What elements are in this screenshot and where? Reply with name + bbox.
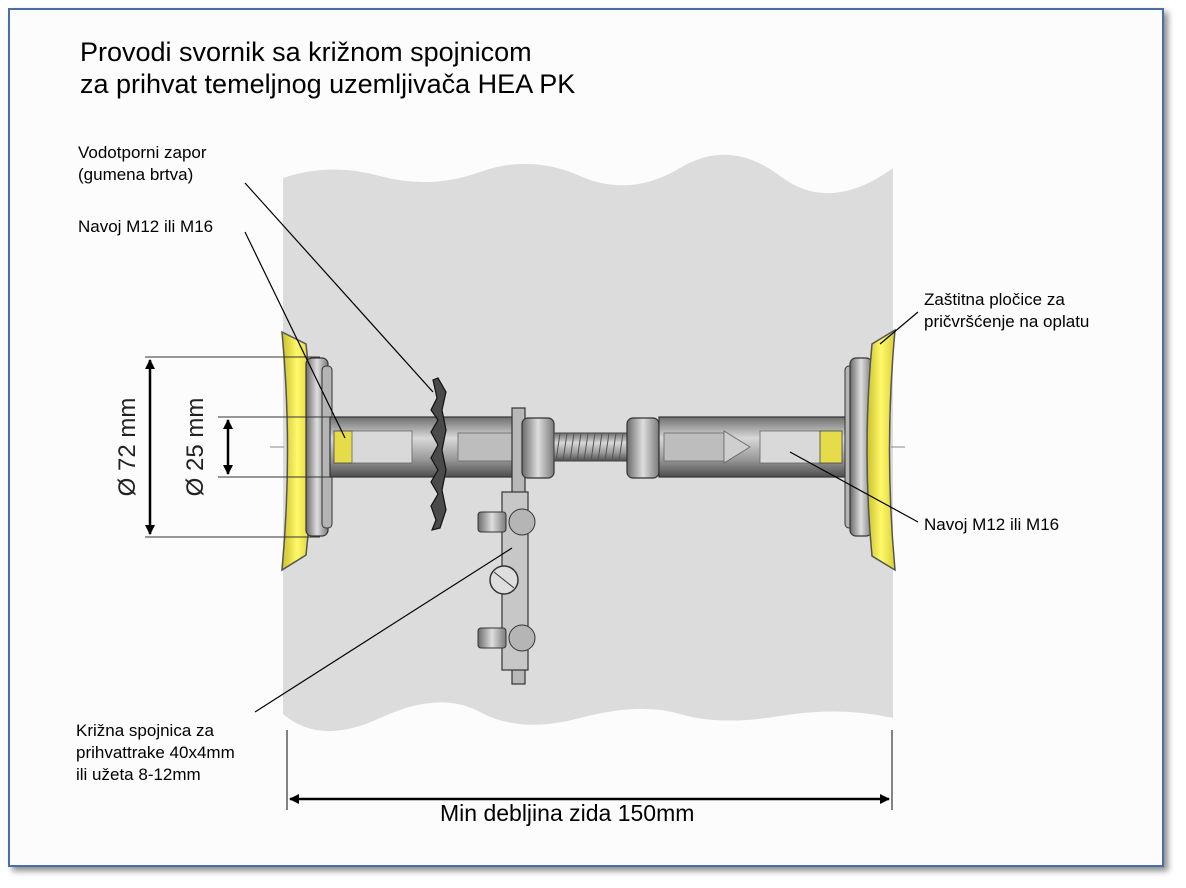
clamp-bolt-upper — [477, 511, 507, 533]
label-clamp-line-2: prihvattrake 40x4mm — [76, 743, 235, 762]
label-plate-line-2: pričvršćenje na oplatu — [924, 312, 1090, 331]
label-outer-diameter: Ø 72 mm — [114, 397, 141, 497]
title-line-2: za prihvat temeljnog uzemljivača HEA PK — [80, 69, 576, 99]
label-clamp-line-3: ili užeta 8-12mm — [76, 765, 201, 784]
right-protective-plate — [866, 328, 896, 572]
label-seal: Vodotporni zapor (gumena brtva) — [78, 142, 207, 186]
nut-right — [626, 417, 660, 479]
leader-clamp — [254, 547, 513, 713]
left-inner-thread — [457, 432, 514, 462]
clamp-bolt-head-upper — [508, 508, 536, 536]
label-protective-plate: Zaštitna pločice za pričvršćenje na opla… — [924, 289, 1089, 333]
nut-left — [521, 417, 555, 479]
label-thread-right: Navoj M12 ili M16 — [924, 515, 1060, 534]
label-seal-line-2: (gumena brtva) — [78, 165, 194, 184]
label-wall-thickness: Min debljina zida 150mm — [440, 800, 695, 826]
right-inner-thread — [663, 432, 725, 462]
label-plate-line-1: Zaštitna pločice za — [924, 290, 1065, 309]
rubber-seal — [430, 377, 447, 531]
right-bore — [759, 430, 823, 464]
clamp-bolt-head-lower — [508, 624, 536, 652]
label-seal-line-1: Vodotporni zapor — [78, 143, 207, 162]
clamp-bolt-lower — [477, 627, 507, 649]
right-bore-cone — [723, 430, 751, 464]
leader-seal — [244, 182, 434, 393]
leader-plate — [879, 311, 919, 345]
leader-thread-right — [789, 451, 919, 523]
label-clamp-line-1: Križna spojnica za — [76, 721, 214, 740]
left-bore — [351, 430, 413, 464]
right-thread-insert — [819, 430, 843, 464]
label-cross-clamp: Križna spojnica za prihvattrake 40x4mm i… — [76, 720, 235, 786]
label-inner-diameter: Ø 25 mm — [182, 397, 209, 497]
title-line-1: Provodi svornik sa križnom spojnicom — [80, 37, 532, 67]
leader-thread-left — [244, 231, 346, 439]
rod-threads — [555, 432, 624, 462]
label-thread-left: Navoj M12 ili M16 — [78, 217, 214, 236]
diagram-title: Provodi svornik sa križnom spojnicom za … — [80, 36, 575, 100]
